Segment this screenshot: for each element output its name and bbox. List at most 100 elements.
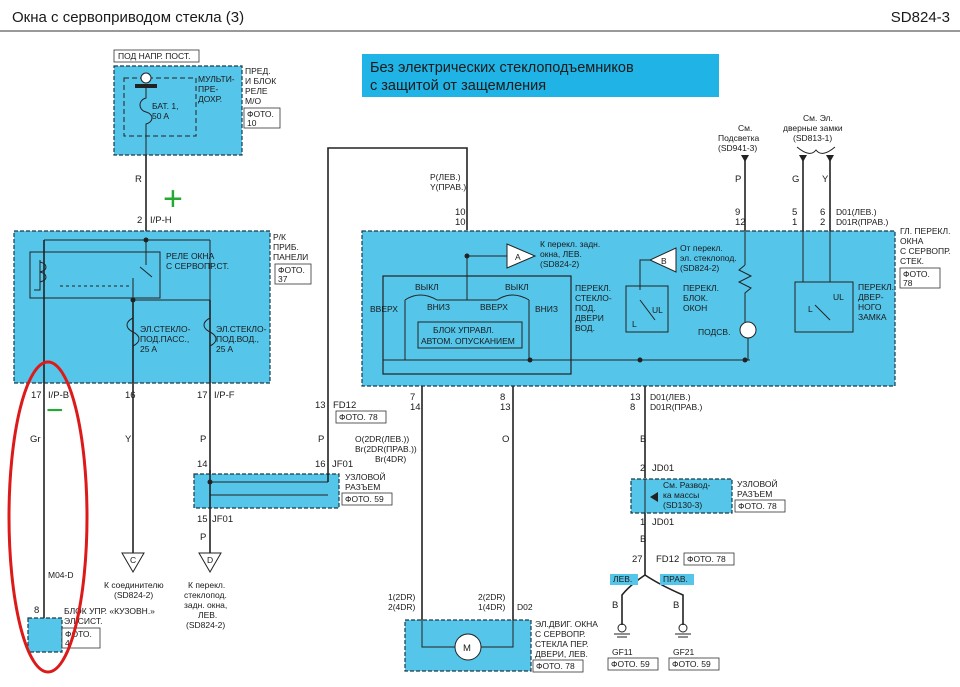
motor-label-4: ДВЕРИ, ЛЕВ. bbox=[535, 649, 588, 659]
conn-ip-f: I/P-F bbox=[214, 390, 235, 401]
ul-2: UL bbox=[833, 292, 844, 302]
main-pin-10a: 10 bbox=[455, 207, 466, 218]
jd01-conn: JD01 bbox=[652, 463, 674, 474]
motor-pl-1: 1(2DR) bbox=[388, 592, 416, 602]
conn-c-text-2: (SD824-2) bbox=[114, 590, 153, 600]
ref-pin-12: 12 bbox=[735, 217, 746, 228]
fuse-box-side-1: ПРЕД. bbox=[245, 66, 271, 76]
fuse-box: ПОД НАПР. ПОСТ. БАТ. 1, 50 A МУЛЬТИ- ПРЕ… bbox=[113, 49, 281, 156]
vverh-2: ВВЕРХ bbox=[480, 302, 508, 312]
fuse-box-inner-1: МУЛЬТИ- bbox=[198, 74, 235, 84]
fuse-box-photo-1: ФОТО. bbox=[247, 109, 274, 119]
jf01-junction: 14 16 JF01 15 JF01 УЗЛОВОЙ РАЗЪЕМ ФОТО. … bbox=[193, 459, 393, 525]
jd01-inner-1: См. Развод- bbox=[663, 480, 711, 490]
bcm-label-1: БЛОК УПР. «КУЗОВН.» bbox=[64, 606, 155, 616]
ground-photo-2: ФОТО. 59 bbox=[672, 659, 711, 669]
ref-pin-9: 9 bbox=[735, 207, 740, 218]
jf01-label-1: УЗЛОВОЙ bbox=[345, 471, 386, 482]
main-photo-2: 78 bbox=[903, 278, 913, 288]
door-sw-3: НОГО bbox=[858, 302, 882, 312]
pin-16: 16 bbox=[125, 390, 136, 401]
vykl-2: ВЫКЛ bbox=[505, 282, 529, 292]
window-motor: 1(2DR) 2(4DR) 2(2DR) 1(4DR) D02 M ЭЛ.ДВИ… bbox=[388, 592, 598, 673]
o-label-3: Br(4DR) bbox=[375, 454, 406, 464]
main-bot-13: 13 bbox=[500, 402, 511, 413]
fuse-pass-2: ПОД.ПАСС., bbox=[140, 334, 189, 344]
tri-b-text-2: эл. стеклопод. bbox=[680, 253, 737, 263]
bcm-photo-2: 4 bbox=[65, 638, 70, 648]
sw-drv-2: СТЕКЛО- bbox=[575, 293, 612, 303]
grounds: ЛЕВ. ПРАВ. B B GF11 GF21 ФОТО. 59 ФОТО. … bbox=[607, 574, 720, 671]
banner-line-2: с защитой от защемления bbox=[370, 78, 546, 94]
jd01-inner-2: ка массы bbox=[663, 490, 699, 500]
wire-p-2-label: P bbox=[200, 532, 206, 543]
jf01-pin-14: 14 bbox=[197, 459, 208, 470]
diagram-title: Окна с сервоприводом стекла (3) bbox=[12, 9, 244, 26]
o-label-1: O(2DR(ЛЕВ.)) bbox=[355, 434, 409, 444]
junction-block: РЕЛЕ ОКНА С СЕРВОПР.СТ. ЭЛ.СТЕКЛО- ПОД.П… bbox=[13, 230, 312, 385]
motor-label-2: С СЕРВОПР. bbox=[535, 629, 586, 639]
fd12-photo: ФОТО. 78 bbox=[339, 412, 378, 422]
main-bot-7: 7 bbox=[410, 392, 415, 403]
l-1: L bbox=[632, 319, 637, 329]
fd12-conn: FD12 bbox=[333, 400, 356, 411]
tri-b-text-1: От перекл. bbox=[680, 243, 723, 253]
fd12b-photo: ФОТО. 78 bbox=[687, 554, 726, 564]
auto-2: АВТОМ. ОПУСКАНИЕМ bbox=[421, 336, 515, 346]
main-photo-1: ФОТО. bbox=[903, 269, 930, 279]
minus-mark: − bbox=[46, 394, 64, 427]
top-references: См. Подсветка (SD941-3) См. Эл. дверные … bbox=[718, 113, 888, 231]
ground-photo-1: ФОТО. 59 bbox=[611, 659, 650, 669]
junction-side-1: Р/К bbox=[273, 232, 286, 242]
wire-r-conn: I/P-H bbox=[150, 215, 172, 226]
wire-gr-label: Gr bbox=[30, 434, 41, 445]
ref-locks-3: (SD813-1) bbox=[793, 133, 832, 143]
main-pin-10b: 10 bbox=[455, 217, 466, 228]
wire-p-3-label: P bbox=[318, 434, 324, 445]
jd01-conn-2: JD01 bbox=[652, 517, 674, 528]
conn-m04d: M04-D bbox=[48, 570, 74, 580]
jd01-pin-1: 1 bbox=[640, 517, 645, 528]
connector-d: D К перекл. стеклопод. задн. окна, ЛЕВ. … bbox=[184, 552, 227, 630]
jd01-pin-2: 2 bbox=[640, 463, 645, 474]
motor-conn: D02 bbox=[517, 602, 533, 612]
jf01-conn: JF01 bbox=[332, 459, 353, 470]
jd01-junction: 2 JD01 См. Развод- ка массы (SD130-3) УЗ… bbox=[630, 463, 786, 528]
ref-wire-y: Y bbox=[822, 174, 829, 185]
tri-a-text-2: окна, ЛЕВ. bbox=[540, 249, 582, 259]
main-top-p: P(ЛЕВ.) bbox=[430, 172, 461, 182]
relay-label-1: РЕЛЕ ОКНА bbox=[166, 251, 215, 261]
conn-c-text-1: К соединителю bbox=[104, 580, 164, 590]
jf01-pin-15: 15 bbox=[197, 514, 208, 525]
main-side-3: С СЕРВОПР. bbox=[900, 246, 951, 256]
tri-b-text-3: (SD824-2) bbox=[680, 263, 719, 273]
wire-o-label: O bbox=[502, 434, 509, 445]
jd01-photo: ФОТО. 78 bbox=[738, 501, 777, 511]
wire-y-label: Y bbox=[125, 434, 132, 445]
conn-d-letter: D bbox=[207, 555, 213, 565]
main-side-2: ОКНА bbox=[900, 236, 924, 246]
door-sw-2: ДВЕР- bbox=[858, 292, 884, 302]
ref-pin-1: 1 bbox=[792, 217, 797, 228]
main-bot-8: 8 bbox=[500, 392, 505, 403]
motor-pl-2: 2(4DR) bbox=[388, 602, 416, 612]
ground-gf11: GF11 bbox=[612, 647, 633, 657]
header: Окна с сервоприводом стекла (3) SD824-3 bbox=[0, 9, 960, 32]
relay-label-2: С СЕРВОПР.СТ. bbox=[166, 261, 229, 271]
vniz-2: ВНИЗ bbox=[535, 304, 558, 314]
main-bot-14: 14 bbox=[410, 402, 421, 413]
sw-drv-4: ДВЕРИ bbox=[575, 313, 604, 323]
motor-label-3: СТЕКЛА ПЕР. bbox=[535, 639, 588, 649]
fuse-box-side-2: И БЛОК bbox=[245, 76, 276, 86]
bcm-label-2: ЭЛ.СИСТ. bbox=[64, 616, 102, 626]
ground-gf21: GF21 bbox=[673, 647, 695, 657]
motor-m: M bbox=[463, 643, 471, 654]
fd12b-pin: 27 bbox=[632, 554, 643, 565]
fuse-box-side-3: РЕЛЕ bbox=[245, 86, 268, 96]
wire-b-1-label: B bbox=[640, 434, 646, 445]
ref-d01-2: D01R(ПРАВ.) bbox=[836, 217, 888, 227]
ref-pin-2: 2 bbox=[820, 217, 825, 228]
ref-d01-1: D01(ЛЕВ.) bbox=[836, 207, 877, 217]
wire-b-3-label: B bbox=[612, 600, 618, 611]
fuse-box-top-label: ПОД НАПР. ПОСТ. bbox=[118, 51, 190, 61]
